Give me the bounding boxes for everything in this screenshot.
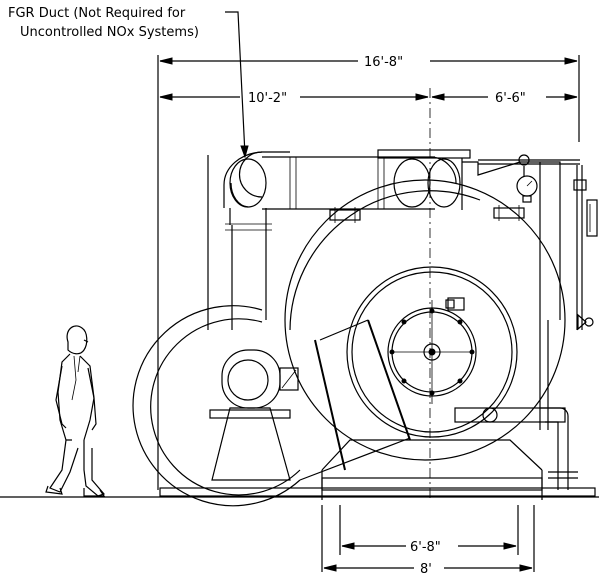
fgr-leader-arrowhead [240,145,249,159]
dim-16-8-label: 16'-8" [364,55,403,70]
fgr-note-line-1: FGR Duct (Not Required for [8,6,186,21]
dim-6-6-label: 6'-6" [495,91,526,106]
piping-right [478,154,598,331]
boiler-base [159,439,596,500]
piping-bottom [454,407,578,490]
shell-sight-window-left [329,207,361,223]
dimension-overall-length: 16'-8" [159,55,578,70]
fgr-note-leader [225,11,246,156]
dim-10-2-label: 10'-2" [248,91,287,106]
human-scale-figure [45,325,106,497]
boiler-shell [207,155,566,461]
air-inlet-transition [299,319,411,481]
gauge-glass [586,199,598,237]
dim-8-label: 8' [420,562,432,577]
burner-door [346,266,518,438]
shell-sight-window-right [493,205,525,221]
fgr-note-line-2: Uncontrolled NOx Systems) [20,25,199,40]
blower-housing [132,305,301,507]
dimension-base-outer: 8' [323,562,533,577]
dimension-base-inner: 6'-8" [341,540,517,555]
dimension-front-to-center: 10'-2" [159,91,429,106]
dim-6-8-label: 6'-8" [410,540,441,555]
dimension-center-to-rear: 6'-6" [431,91,578,106]
fgr-duct [223,149,471,330]
